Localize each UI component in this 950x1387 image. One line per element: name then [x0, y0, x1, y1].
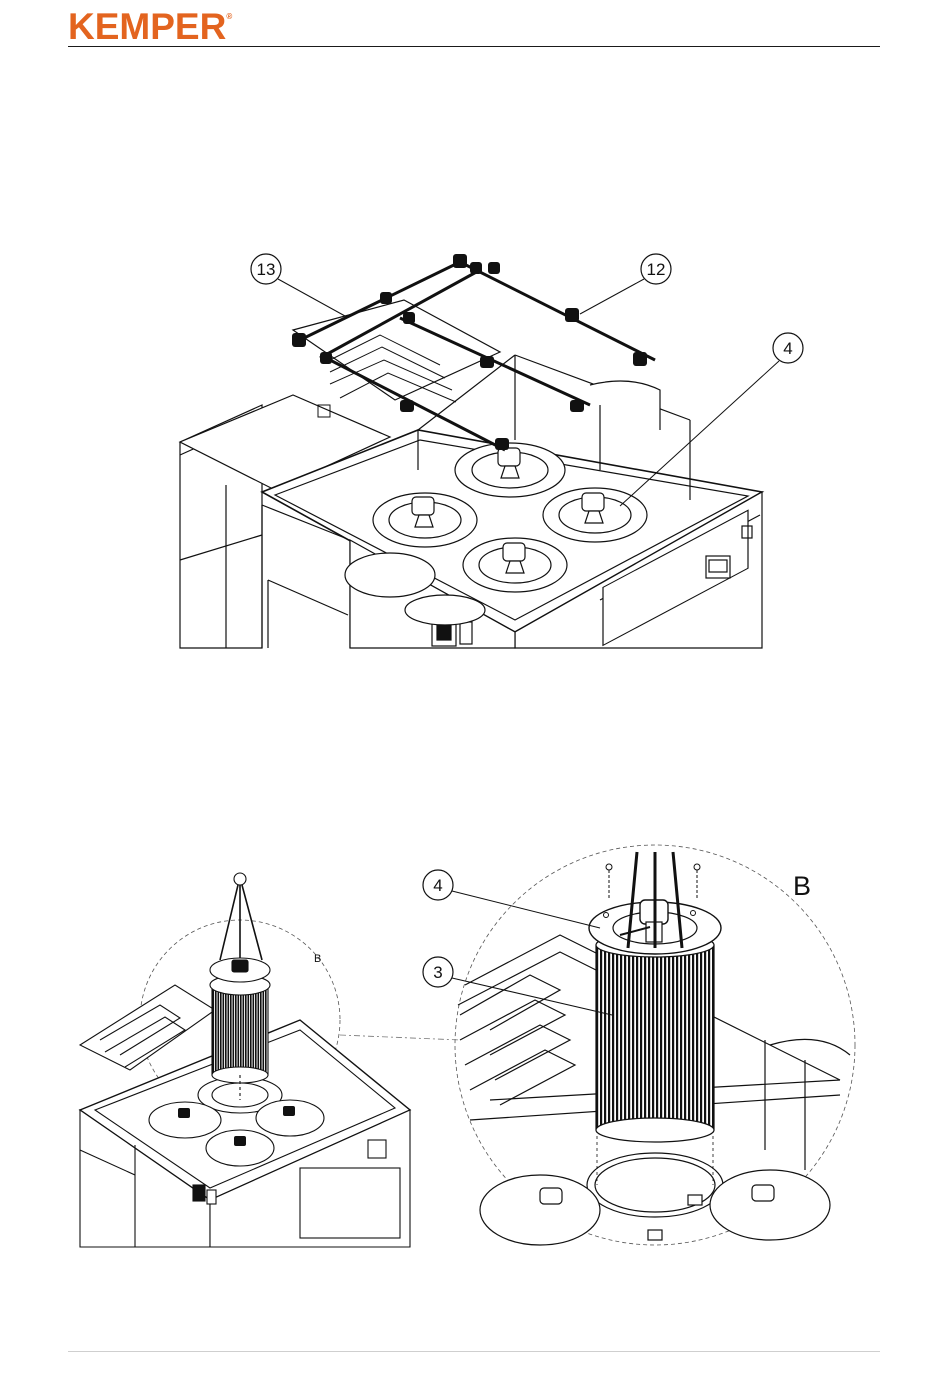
figure-2-overview: B [80, 873, 410, 1247]
svg-text:4: 4 [433, 876, 442, 895]
svg-text:B: B [314, 953, 321, 965]
callout-4-detail: 4 [423, 870, 600, 928]
svg-text:B: B [793, 871, 811, 901]
svg-text:3: 3 [433, 963, 442, 982]
callout-12: 12 [580, 254, 671, 314]
callout-13: 13 [251, 254, 345, 316]
svg-text:12: 12 [647, 260, 666, 279]
svg-text:13: 13 [257, 260, 276, 279]
detail-connector [340, 1035, 460, 1040]
detail-b-drawing: B [455, 845, 855, 1245]
callout-3-detail: 3 [423, 957, 612, 1015]
svg-text:4: 4 [783, 339, 792, 358]
figure-1-drawing [180, 254, 762, 648]
